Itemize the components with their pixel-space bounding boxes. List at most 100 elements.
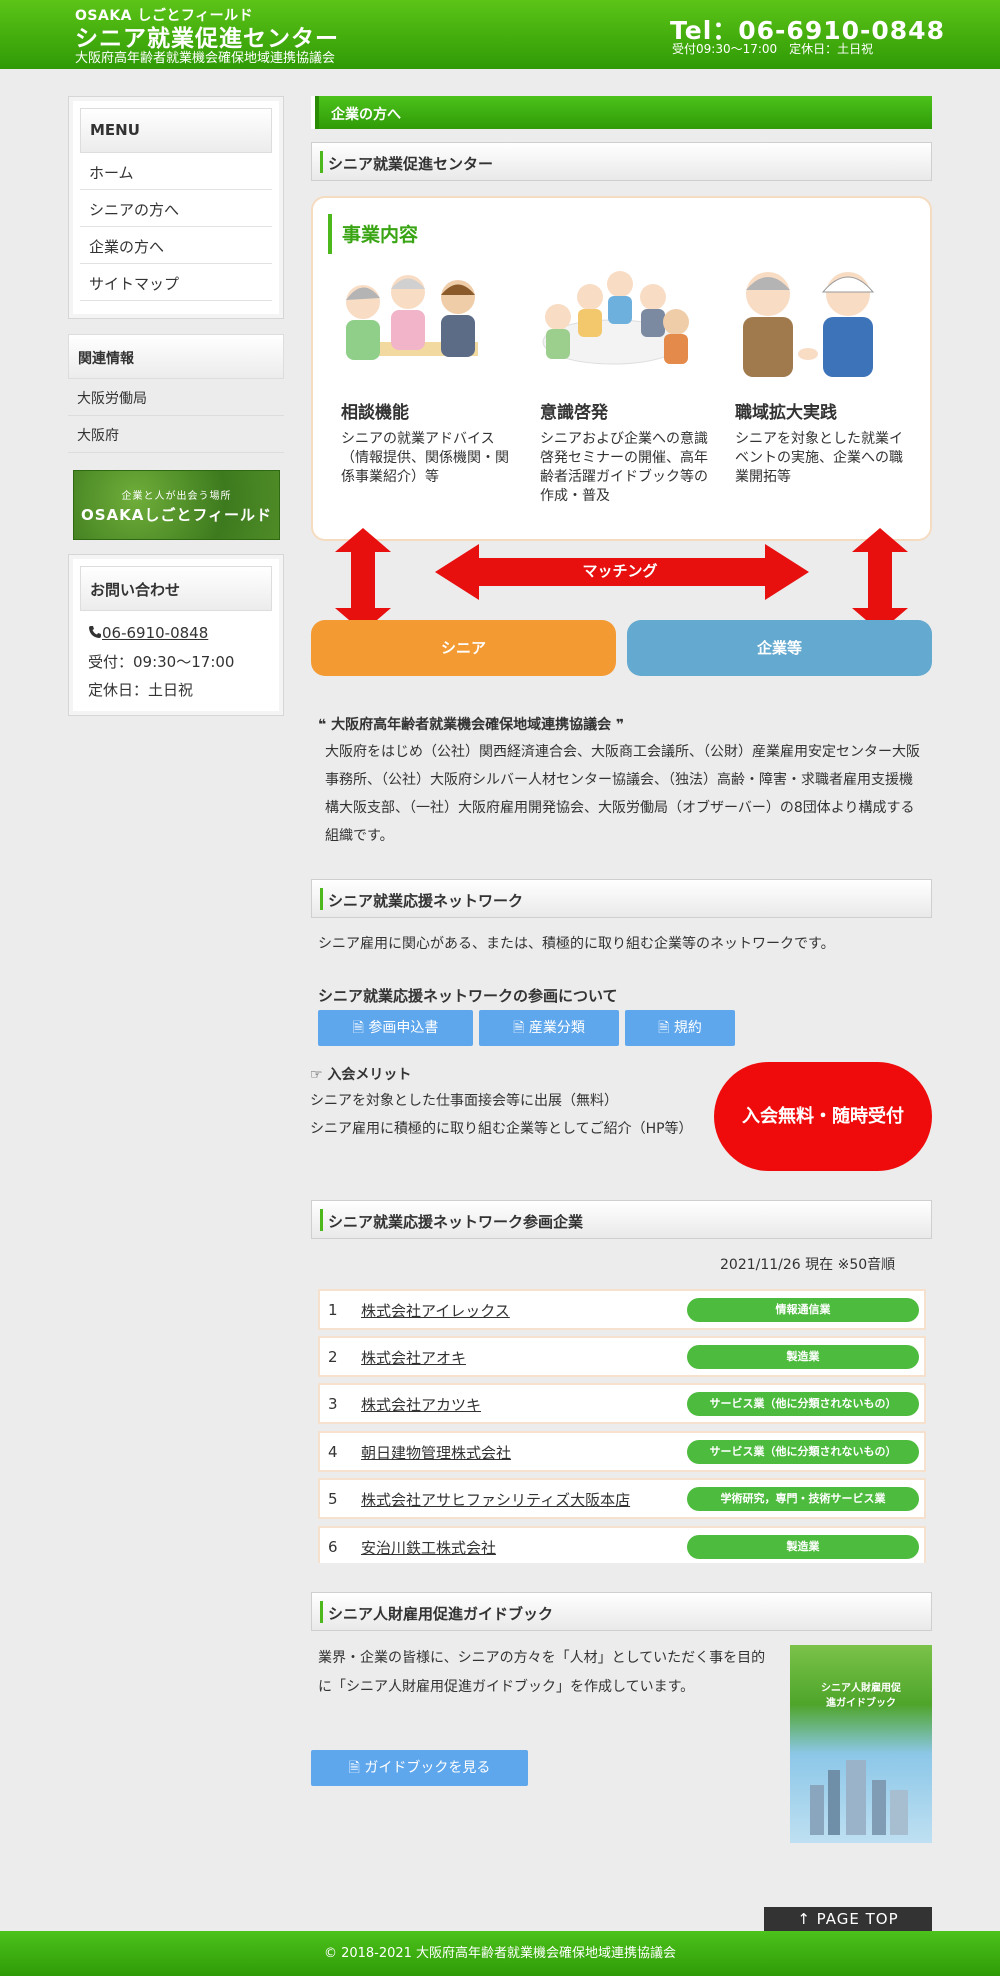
industry-tag: 学術研究，専門・技術サービス業 — [687, 1487, 919, 1511]
business-col-text-expansion: シニアを対象とした就業イベントの実施、企業への職業開拓等 — [735, 431, 903, 485]
row-number: 5 — [328, 1490, 338, 1508]
table-row: 5 株式会社アサヒファシリティズ大阪本店 学術研究，専門・技術サービス業 — [318, 1478, 926, 1519]
industry-tag: 製造業 — [687, 1535, 919, 1559]
guidebook-button[interactable]: 🗎 ガイドブックを見る — [311, 1750, 528, 1786]
rules-label: 規約 — [673, 1020, 702, 1036]
guidebook-button-label: ガイドブックを見る — [364, 1760, 491, 1776]
sidebar-contact: お問い合わせ — [68, 554, 284, 716]
pdf-file-icon: 🗎 — [348, 1760, 360, 1776]
brand-title[interactable]: シニア就業促進センター — [75, 26, 339, 52]
site-footer: © 2018-2021 大阪府高年齢者就業機会確保地域連携協議会 — [0, 1931, 1000, 1976]
company-link[interactable]: 安治川鉄工株式会社 — [361, 1539, 497, 1557]
members-date-note: 2021/11/26 現在 ※50音順 — [720, 1257, 896, 1273]
business-col-title-awareness: 意識啓発 — [540, 403, 608, 423]
banner-logo-text: OSAKAしごとフィールド — [80, 506, 273, 524]
contact-hours: 受付：09:30～17:00 — [88, 653, 235, 671]
matching-arrows — [335, 528, 908, 632]
consultation-illustration — [346, 275, 478, 360]
business-col-title-consult: 相談機能 — [341, 403, 409, 423]
matching-label: マッチング — [582, 562, 658, 580]
sidebar-item-home[interactable]: ホーム — [80, 153, 272, 190]
related-link-labour-bureau[interactable]: 大阪労働局 — [68, 379, 284, 416]
row-number: 4 — [328, 1443, 338, 1461]
cityscape-graphic — [810, 1760, 908, 1835]
company-pill: 企業等 — [627, 620, 932, 676]
industry-tag: サービス業（他に分類されないもの） — [687, 1392, 919, 1416]
table-row: 4 朝日建物管理株式会社 サービス業（他に分類されないもの） — [318, 1431, 926, 1472]
related-title: 関連情報 — [68, 334, 284, 379]
header-tel: Tel：06-6910-0848 — [670, 16, 945, 45]
word-file-icon: 🗎 — [658, 1020, 670, 1036]
industry-tag: 製造業 — [687, 1345, 919, 1369]
section-title-members: シニア就業応援ネットワーク参画企業 — [311, 1200, 932, 1239]
network-join-title: シニア就業応援ネットワークの参画について — [318, 987, 618, 1005]
industry-classification-label: 産業分類 — [528, 1020, 585, 1036]
table-row: 6 安治川鉄工株式会社 製造業 — [318, 1526, 926, 1563]
guidebook-cover-image[interactable]: シニア人財雇用促進ガイドブック — [790, 1645, 932, 1843]
guidebook-description: 業界・企業の皆様に、シニアの方々を「人材」としていただく事を目的に「シニア人財雇… — [318, 1650, 766, 1695]
menu-title: MENU — [80, 108, 272, 153]
row-number: 1 — [328, 1301, 338, 1319]
table-row: 3 株式会社アカツキ サービス業（他に分類されないもの） — [318, 1383, 926, 1424]
quote-close-icon: ❞ — [611, 717, 625, 733]
sidebar-item-sitemap[interactable]: サイトマップ — [80, 264, 272, 301]
handshake-illustration — [743, 272, 875, 377]
row-number: 6 — [328, 1538, 338, 1556]
page-title-bar: 企業の方へ — [311, 96, 932, 129]
business-col-text-awareness: シニアおよび企業への意識啓発セミナーの開催、高年齢者活躍ガイドブック等の作成・普… — [540, 431, 708, 504]
company-link[interactable]: 朝日建物管理株式会社 — [361, 1444, 512, 1462]
business-title: 事業内容 — [328, 214, 428, 254]
contact-title: お問い合わせ — [80, 566, 272, 611]
industry-classification-button[interactable]: 🗎 産業分類 — [479, 1010, 619, 1046]
word-file-icon: 🗎 — [352, 1020, 364, 1036]
sidebar-item-company[interactable]: 企業の方へ — [80, 227, 272, 264]
section-title-center: シニア就業促進センター — [311, 142, 932, 181]
section-title-network: シニア就業応援ネットワーク — [311, 879, 932, 918]
page-top-button[interactable]: ↑ PAGE TOP — [764, 1907, 932, 1931]
industry-tag: サービス業（他に分類されないもの） — [687, 1440, 919, 1464]
company-link[interactable]: 株式会社アサヒファシリティズ大阪本店 — [361, 1491, 631, 1509]
company-link[interactable]: 株式会社アカツキ — [361, 1396, 482, 1414]
phone-icon — [88, 625, 102, 643]
quote-open-icon: ❝ — [318, 717, 332, 733]
seminar-illustration — [542, 271, 689, 365]
row-number: 2 — [328, 1348, 338, 1366]
header-hours: 受付09:30～17:00 定休日：土日祝 — [672, 42, 874, 56]
company-link[interactable]: 株式会社アイレックス — [361, 1302, 510, 1320]
company-link[interactable]: 株式会社アオキ — [361, 1349, 467, 1367]
business-col-text-consult: シニアの就業アドバイス（情報提供、関係機関・関係事業紹介）等 — [341, 431, 509, 485]
free-membership-badge: 入会無料・随時受付 — [714, 1062, 932, 1171]
business-box: 事業内容 相談機能 シニアの就業アドバイス（情報提供、関係機関・関係事業紹介）等… — [311, 196, 932, 541]
row-number: 3 — [328, 1395, 338, 1413]
banner-tagline: 企業と人が出会う場所 — [121, 491, 232, 502]
contact-phone-link[interactable]: 06-6910-0848 — [102, 624, 209, 642]
related-link-osaka-pref[interactable]: 大阪府 — [68, 416, 284, 453]
merit-item-1: シニアを対象とした仕事面接会等に出展（無料） — [310, 1093, 618, 1109]
application-form-button[interactable]: 🗎 参画申込書 — [318, 1010, 473, 1046]
guidebook-cover-title: シニア人財雇用促進ガイドブック — [821, 1683, 901, 1709]
site-header: OSAKA しごとフィールド シニア就業促進センター 大阪府高年齢者就業機会確保… — [0, 0, 1000, 69]
business-col-title-expansion: 職域拡大実践 — [735, 403, 837, 423]
brand-description: 大阪府高年齢者就業機会確保地域連携協議会 — [75, 51, 336, 66]
sidebar-menu: MENU ホーム シニアの方へ 企業の方へ サイトマップ — [68, 96, 284, 319]
senior-pill: シニア — [311, 620, 616, 676]
merit-title: 入会メリット — [327, 1067, 412, 1083]
contact-phone-row[interactable]: 06-6910-0848 — [88, 624, 208, 643]
pointing-hand-icon: ☞ — [310, 1067, 328, 1083]
sidebar-item-senior[interactable]: シニアの方へ — [80, 190, 272, 227]
application-form-label: 参画申込書 — [368, 1020, 439, 1036]
table-row: 1 株式会社アイレックス 情報通信業 — [318, 1289, 926, 1330]
network-description: シニア雇用に関心がある、または、積極的に取り組む企業等のネットワークです。 — [318, 936, 835, 952]
contact-closed: 定休日：土日祝 — [88, 681, 194, 699]
table-row: 2 株式会社アオキ 製造業 — [318, 1336, 926, 1377]
industry-tag: 情報通信業 — [687, 1298, 919, 1322]
rules-button[interactable]: 🗎 規約 — [625, 1010, 735, 1046]
brand-subtitle[interactable]: OSAKA しごとフィールド — [75, 8, 254, 24]
council-description: 大阪府をはじめ（公社）関西経済連合会、大阪商工会議所、（公財）産業雇用安定センタ… — [325, 744, 920, 844]
merit-item-2: シニア雇用に積極的に取り組む企業等としてご紹介（HP等） — [310, 1121, 693, 1137]
council-title-row: ❝ 大阪府高年齢者就業機会確保地域連携協議会 ❞ — [318, 714, 624, 734]
merit-title-row: ☞ 入会メリット — [310, 1064, 411, 1084]
council-title: 大阪府高年齢者就業機会確保地域連携協議会 — [331, 717, 612, 733]
osaka-shigoto-field-banner[interactable]: 企業と人が出会う場所 OSAKAしごとフィールド — [73, 470, 280, 540]
pdf-file-icon: 🗎 — [513, 1020, 525, 1036]
